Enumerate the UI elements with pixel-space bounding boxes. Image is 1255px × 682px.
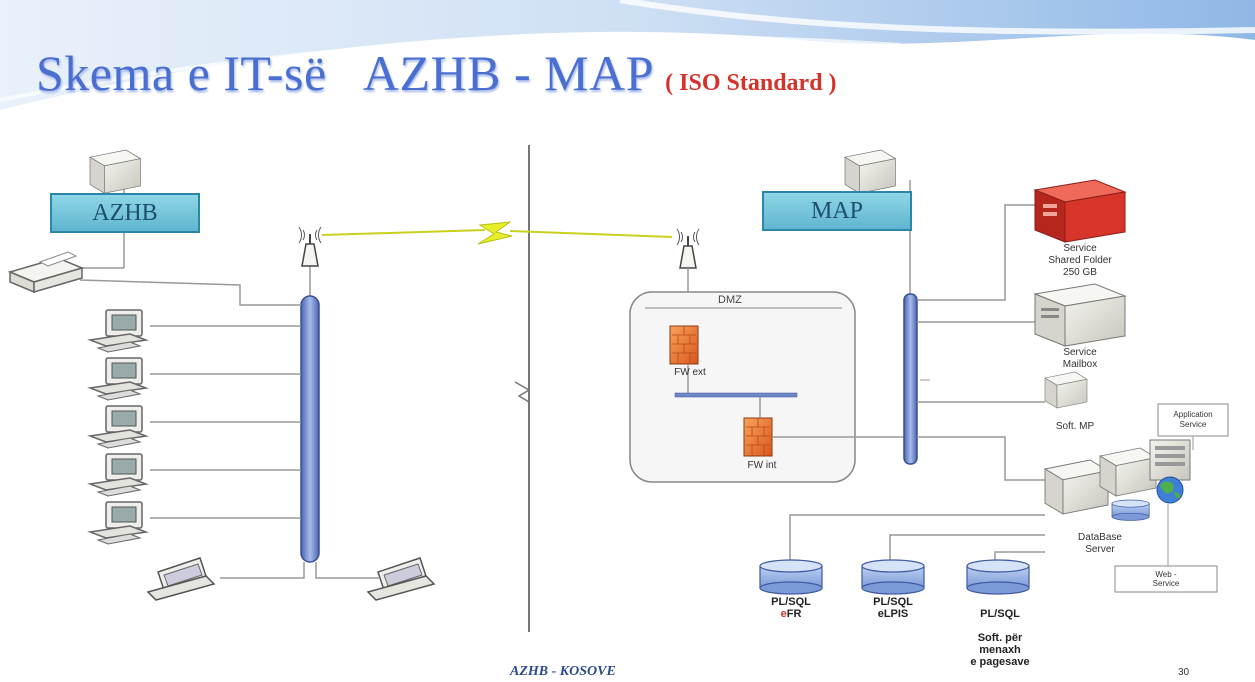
slide-title: Skema e IT-së AZHB - MAP ( ISO Standard …	[36, 44, 837, 102]
soft-mp-caption: Soft. MP	[1030, 421, 1120, 433]
firewall-icon	[670, 326, 698, 364]
database-icon	[760, 560, 822, 594]
caption-line: Service	[1010, 243, 1150, 255]
title-main: Skema e IT-së AZHB - MAP	[36, 45, 654, 101]
caption-line: DataBase	[1055, 532, 1145, 544]
dmz-label: DMZ	[718, 294, 742, 306]
desktop-icon	[90, 310, 146, 352]
server-icon	[1045, 372, 1087, 408]
caption-line: Service	[1115, 579, 1217, 588]
desktop-icon	[90, 406, 146, 448]
desktop-icon	[90, 454, 146, 496]
network-bus-right	[904, 294, 917, 464]
title-subtitle: ( ISO Standard )	[665, 70, 836, 96]
shared-folder-caption: Service Shared Folder 250 GB	[1010, 243, 1150, 279]
db-caption-payments: PL/SQL Soft. për menaxh e pagesave	[940, 596, 1060, 680]
antenna-icon	[299, 227, 321, 266]
caption-line: Service	[1020, 347, 1140, 359]
server-icon	[1035, 284, 1125, 346]
database-icon	[862, 560, 924, 594]
map-site-label: MAP	[762, 191, 912, 231]
caption-line: eLPIS	[848, 608, 938, 620]
database-icon	[967, 560, 1029, 594]
web-service-caption: Web - Service	[1115, 570, 1217, 588]
antenna-icon	[677, 229, 699, 268]
network-bus-left	[301, 296, 319, 562]
caption-line: PL/SQL	[848, 596, 938, 608]
caption-line: 250 GB	[1010, 267, 1150, 279]
laptop-icon	[368, 558, 434, 600]
server-icon	[1035, 180, 1125, 242]
db-caption-elpis: PL/SQL eLPIS	[848, 596, 938, 620]
page-number: 30	[1178, 667, 1189, 678]
azhb-site-label: AZHB	[50, 193, 200, 233]
db-caption-efr: PL/SQL eFR	[746, 596, 836, 620]
caption-line: Soft. për menaxh e pagesave	[940, 632, 1060, 668]
server-icon	[1045, 460, 1108, 514]
caption-line: Web -	[1115, 570, 1217, 579]
caption-line: Service	[1158, 420, 1228, 430]
database-icon	[1112, 500, 1149, 520]
caption-text: FR	[787, 608, 802, 620]
desktop-icon	[90, 502, 146, 544]
caption-line: eFR	[746, 608, 836, 620]
caption-line: Shared Folder	[1010, 255, 1150, 267]
dmz-zone	[630, 292, 855, 482]
server-icon	[1150, 440, 1190, 480]
mailbox-caption: Service Mailbox	[1020, 347, 1140, 371]
server-icon	[90, 150, 140, 193]
wireless-link-icon	[478, 222, 512, 244]
fw-ext-label: FW ext	[650, 367, 730, 379]
firewall-icon	[744, 418, 772, 456]
globe-icon	[1157, 477, 1183, 503]
caption-line: PL/SQL	[746, 596, 836, 608]
fw-int-label: FW int	[722, 460, 802, 472]
caption-line: Application	[1158, 410, 1228, 420]
laptop-icon	[148, 558, 214, 600]
desktop-icon	[90, 358, 146, 400]
caption-line: Mailbox	[1020, 359, 1140, 371]
server-icon	[845, 150, 895, 193]
caption-line: PL/SQL	[940, 608, 1060, 620]
server-icon	[1100, 448, 1156, 496]
database-server-caption: DataBase Server	[1055, 532, 1145, 556]
footer-text: AZHB - KOSOVE	[510, 664, 616, 680]
caption-line: Server	[1055, 544, 1145, 556]
application-service-caption: Application Service	[1158, 410, 1228, 430]
printer-icon	[10, 252, 82, 292]
